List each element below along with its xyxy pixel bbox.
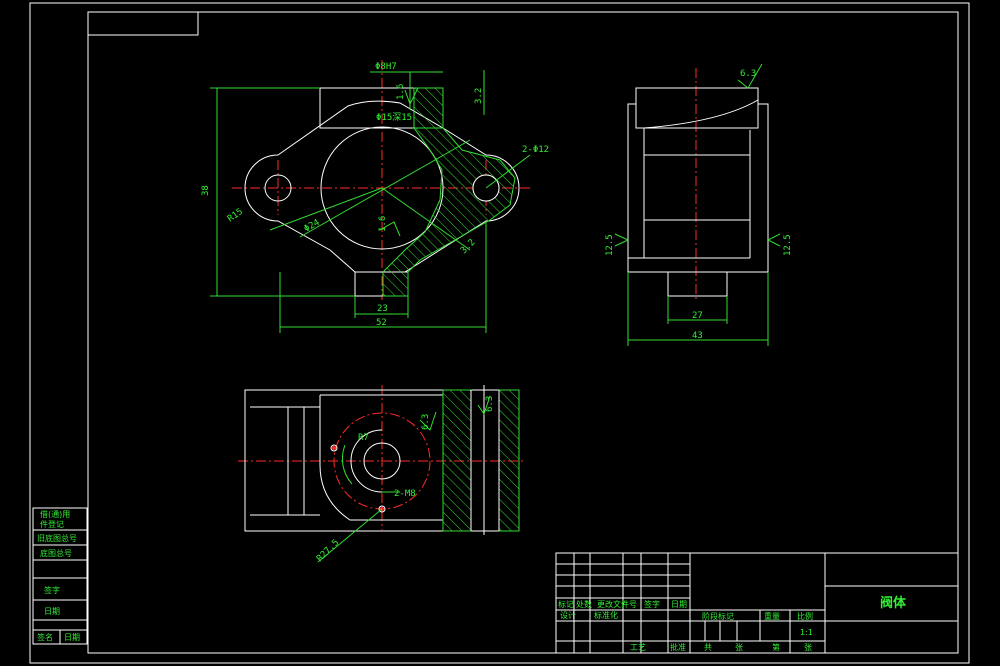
tb-page: 第 [772,642,780,652]
dim-side-roughness-right: 12.5 [783,234,793,256]
tb-ratio: 比例 [797,611,813,621]
section-hatch-right [382,127,516,297]
tb-sheet: 张 [735,643,743,652]
tb-standardize: 标准化 [594,610,618,620]
dim-slot-roughness: 6.3 [421,414,431,430]
tb-process: 工艺 [630,643,646,652]
dim-pin-hole: Φ8H7 [375,62,397,72]
dim-roughness-inner: 1.6 [378,216,388,232]
sidebar-text-3: 底图总号 [40,548,72,558]
dim-hole-depth: Φ15深15 [376,112,412,123]
dim-side-roughness-top: 6.3 [740,69,756,79]
dim-roughness-top: 1.6 [396,84,406,100]
dim-arc-radius: R7 [358,433,369,443]
dim-overall-width: 52 [376,318,387,328]
tb-date: 日期 [671,600,687,609]
side-view: 43 27 6.3 12.5 12.5 [605,63,793,346]
tb-change-doc: 更改文件号 [597,599,637,609]
tb-mark: 标记 [558,599,574,609]
tb-designer: 设计 [560,610,576,620]
dim-roughness-side: 6.3 [485,396,495,412]
dim-two-m: 2-M8 [394,489,416,499]
dim-center-circle: Φ24 [303,218,322,235]
front-view: 38 52 23 Φ8H7 Φ15深15 2-Φ12 R15 Φ24 1.6 3… [201,60,549,333]
tb-signature: 签字 [644,599,660,609]
dim-side-width: 43 [692,331,703,341]
dim-boss-width: 23 [377,304,388,314]
top-view: R7 6.3 6.3 2-M8 R27.5 [238,385,525,564]
tb-weight: 重量 [764,611,780,621]
sidebar-text-0: 借(通)用 [40,509,70,519]
dim-roughness-diag: 3.2 [459,238,478,257]
sidebar-text-5: 日期 [44,607,60,616]
dim-bottom-radius: R27.5 [315,538,341,564]
tb-total: 共 [704,643,712,652]
dim-overall-height: 38 [201,185,211,196]
sidebar-text-7: 日期 [64,633,80,642]
tb-sheet-2: 张 [804,643,812,652]
dim-slot-width: 27 [692,311,703,321]
dim-two-holes: 2-Φ12 [522,145,549,155]
sidebar-text-2: 旧底图总号 [37,533,77,543]
part-name: 阀体 [880,595,907,611]
tb-scale: 1:1 [800,628,813,637]
section-hatch-top [413,87,444,129]
dim-side-roughness-left: 12.5 [605,234,615,256]
drawing-frame [29,2,970,664]
tb-approve: 批准 [670,642,686,652]
sidebar-text-1: 件登记 [40,519,64,529]
sidebar-text-4: 签字 [44,585,60,595]
title-block: 标记 处数 更改文件号 签字 日期 设计 标准化 工艺 批准 阶段标记 重量 比… [555,552,959,654]
dim-radius-small: R15 [226,207,245,225]
sidebar-table: 借(通)用 件登记 旧底图总号 底图总号 签字 日期 签名 日期 [32,507,88,645]
dim-roughness-right: 3.2 [474,88,484,104]
tb-stage-mark: 阶段标记 [702,611,734,621]
tb-count: 处数 [576,599,592,609]
sidebar-text-6: 签名 [37,632,53,642]
